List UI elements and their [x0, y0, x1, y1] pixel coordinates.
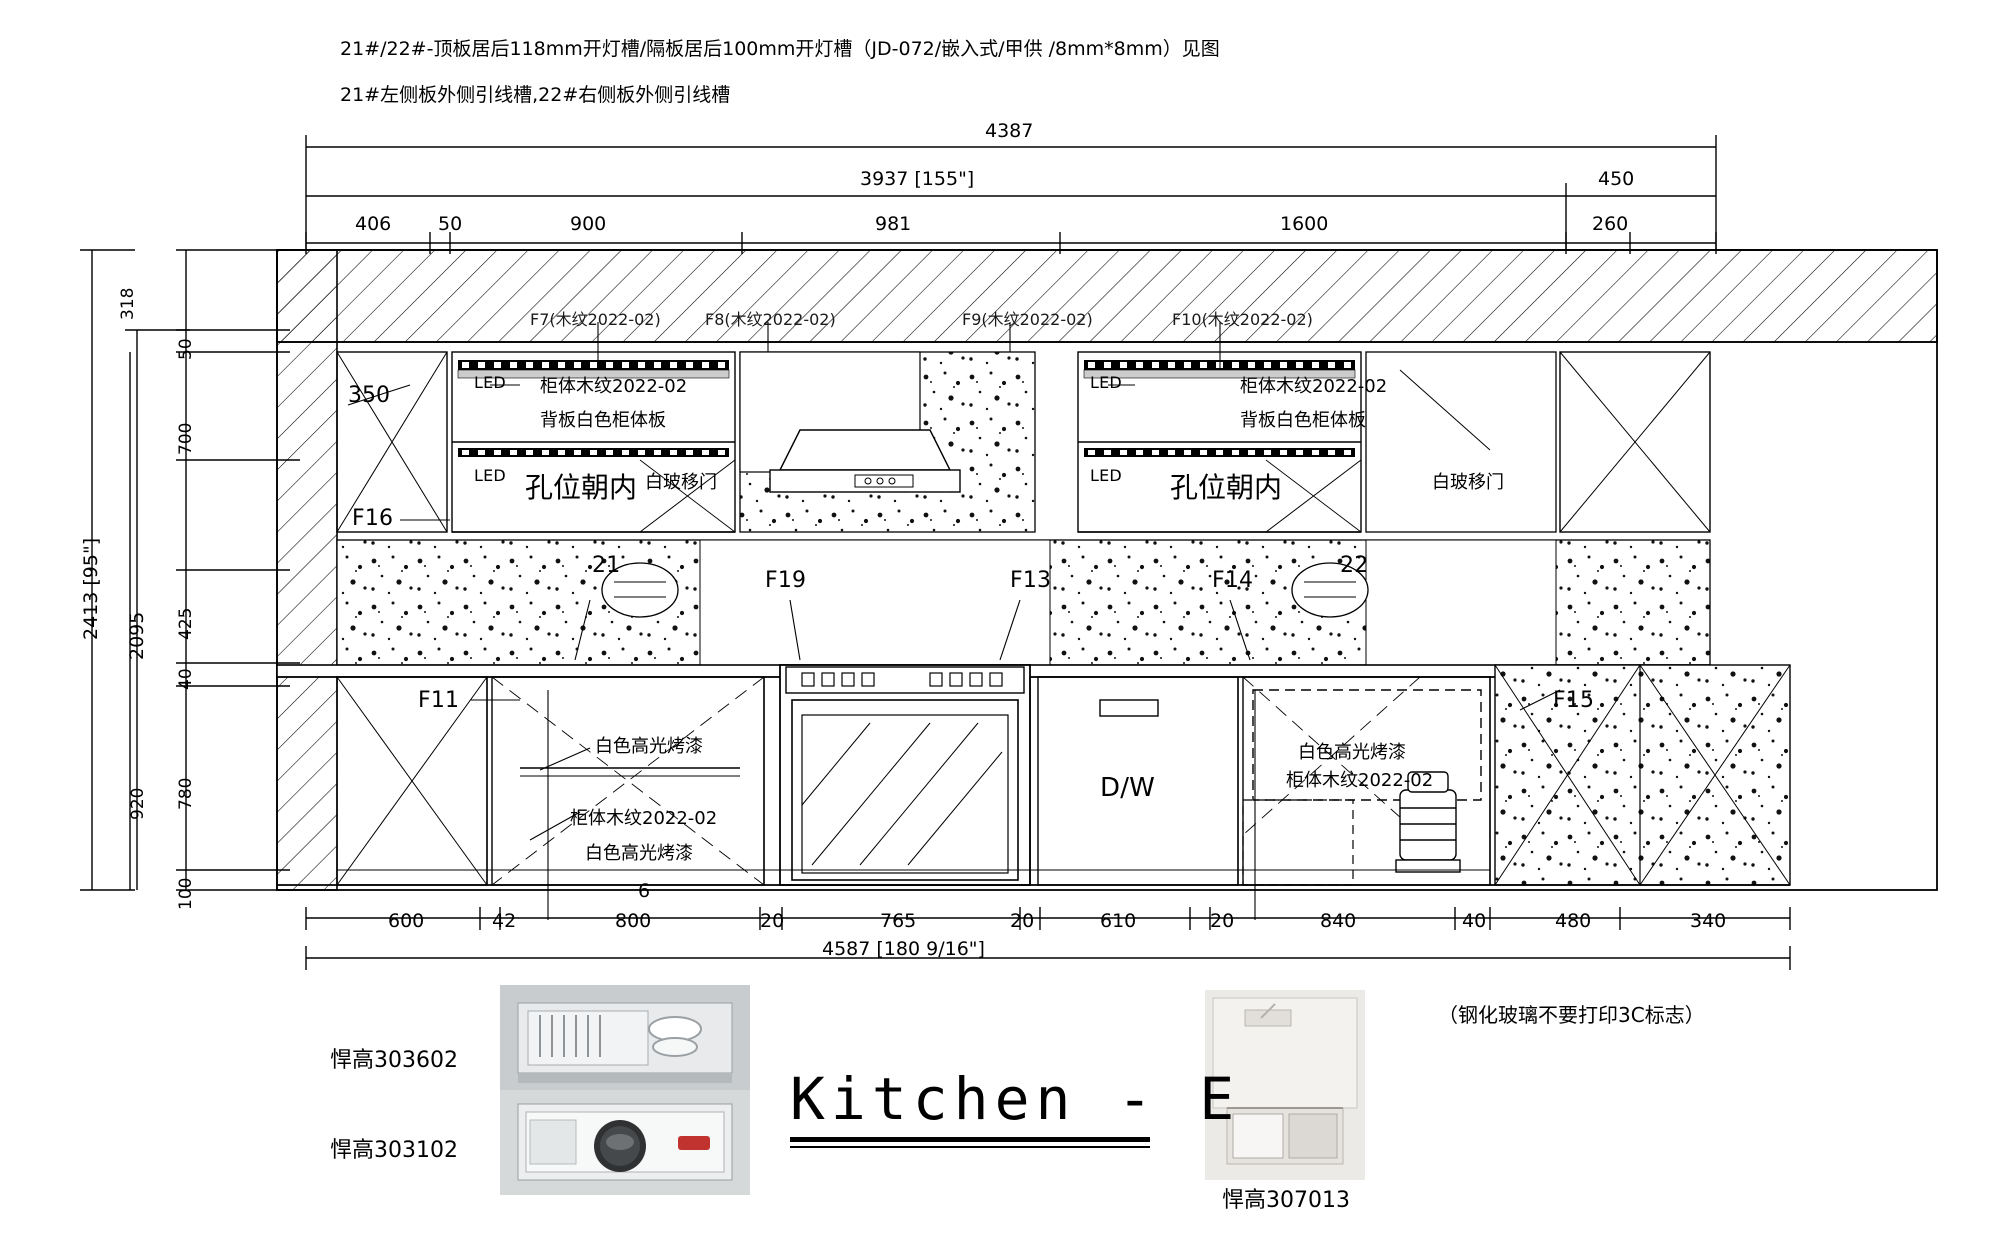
- tag-f13: F13: [1010, 568, 1052, 593]
- tag-socket-22: 22: [1340, 553, 1369, 578]
- bottom-seg-610: 610: [1100, 910, 1137, 932]
- bottom-seg-20b: 20: [1010, 910, 1035, 932]
- photo-caption-1: 悍高303602: [330, 1048, 458, 1073]
- label-dishwasher: D/W: [1100, 773, 1156, 803]
- label-white-gloss-1: 白色高光烤漆: [595, 736, 703, 757]
- tag-f14: F14: [1212, 568, 1254, 593]
- bottom-seg-20a: 20: [760, 910, 785, 932]
- top-seg-900: 900: [570, 213, 607, 235]
- page-title: Kitchen - E: [790, 1065, 1241, 1133]
- bottom-seg-800: 800: [615, 910, 652, 932]
- tag-f19: F19: [765, 568, 807, 593]
- title-underline: [790, 1137, 1150, 1142]
- bottom-seg-765: 765: [880, 910, 917, 932]
- label-back-white-right: 背板白色柜体板: [1240, 410, 1366, 431]
- bottom-dim-overall: 4587 [180 9/16"]: [822, 938, 985, 960]
- bottom-seg-840: 840: [1320, 910, 1357, 932]
- note-line-1: 21#/22#-顶板居后118mm开灯槽/隔板居后100mm开灯槽（JD-072…: [340, 38, 1220, 60]
- bottom-seg-340: 340: [1690, 910, 1727, 932]
- kitchen-elevation-drawing: [276, 249, 1938, 920]
- top-seg-260: 260: [1592, 213, 1629, 235]
- bottom-seg-600: 600: [388, 910, 425, 932]
- cabinet-tag-f8: F8(木纹2022-02): [705, 310, 836, 329]
- label-white-glass-door-right: 白玻移门: [1432, 472, 1504, 493]
- label-body-wood-right: 柜体木纹2022-02: [1240, 376, 1388, 397]
- bottom-dimension-chain: [305, 907, 1791, 970]
- note-line-2: 21#左侧板外侧引线槽,22#右侧板外侧引线槽: [340, 84, 731, 106]
- top-dim-right: 450: [1598, 168, 1635, 190]
- dish-rack-photo: [500, 985, 750, 1090]
- left-dimension-chain: [80, 249, 300, 891]
- tag-f15: F15: [1553, 688, 1595, 713]
- top-seg-1600: 1600: [1280, 213, 1329, 235]
- led-label-right-mid: LED: [1090, 466, 1122, 485]
- top-seg-406: 406: [355, 213, 392, 235]
- bottom-mark-6: 6: [638, 880, 651, 902]
- led-label-left-top: LED: [474, 373, 506, 392]
- photo-caption-3: 悍高307013: [1222, 1188, 1350, 1213]
- label-hole-inward-right: 孔位朝内: [1170, 471, 1283, 504]
- label-back-white-left: 背板白色柜体板: [540, 410, 666, 431]
- top-dim-overall: 4387: [985, 120, 1034, 142]
- label-body-wood-left: 柜体木纹2022-02: [540, 376, 688, 397]
- label-350: 350: [348, 383, 390, 408]
- under-sink-bin-photo: [1205, 990, 1365, 1180]
- title-underline-2: [790, 1146, 1150, 1148]
- tag-f11: F11: [418, 688, 460, 713]
- cabinet-tag-f10: F10(木纹2022-02): [1172, 310, 1313, 329]
- label-hole-inward-left: 孔位朝内: [525, 471, 638, 504]
- tag-f16: F16: [352, 506, 394, 531]
- label-body-wood-base: 柜体木纹2022-02: [570, 808, 718, 829]
- label-white-gloss-2: 白色高光烤漆: [585, 843, 693, 864]
- cooktop-photo: [500, 1090, 750, 1195]
- label-white-gloss-right: 白色高光烤漆: [1298, 742, 1406, 763]
- cabinet-tag-f9: F9(木纹2022-02): [962, 310, 1093, 329]
- bottom-seg-40: 40: [1462, 910, 1487, 932]
- led-label-right-top: LED: [1090, 373, 1122, 392]
- cabinet-tag-f7: F7(木纹2022-02): [530, 310, 661, 329]
- bottom-seg-480: 480: [1555, 910, 1592, 932]
- label-body-wood-right-base: 柜体木纹2022-02: [1286, 770, 1434, 791]
- top-dim-main: 3937 [155"]: [860, 168, 975, 190]
- bottom-seg-20c: 20: [1210, 910, 1235, 932]
- led-label-left-mid: LED: [474, 466, 506, 485]
- top-seg-50: 50: [438, 213, 463, 235]
- photo-caption-2: 悍高303102: [330, 1138, 458, 1163]
- bottom-seg-42: 42: [492, 910, 517, 932]
- top-seg-981: 981: [875, 213, 912, 235]
- footnote: （钢化玻璃不要打印3C标志）: [1438, 1003, 1705, 1027]
- label-white-glass-door-left: 白玻移门: [645, 472, 717, 493]
- tag-socket-21: 21: [592, 553, 621, 578]
